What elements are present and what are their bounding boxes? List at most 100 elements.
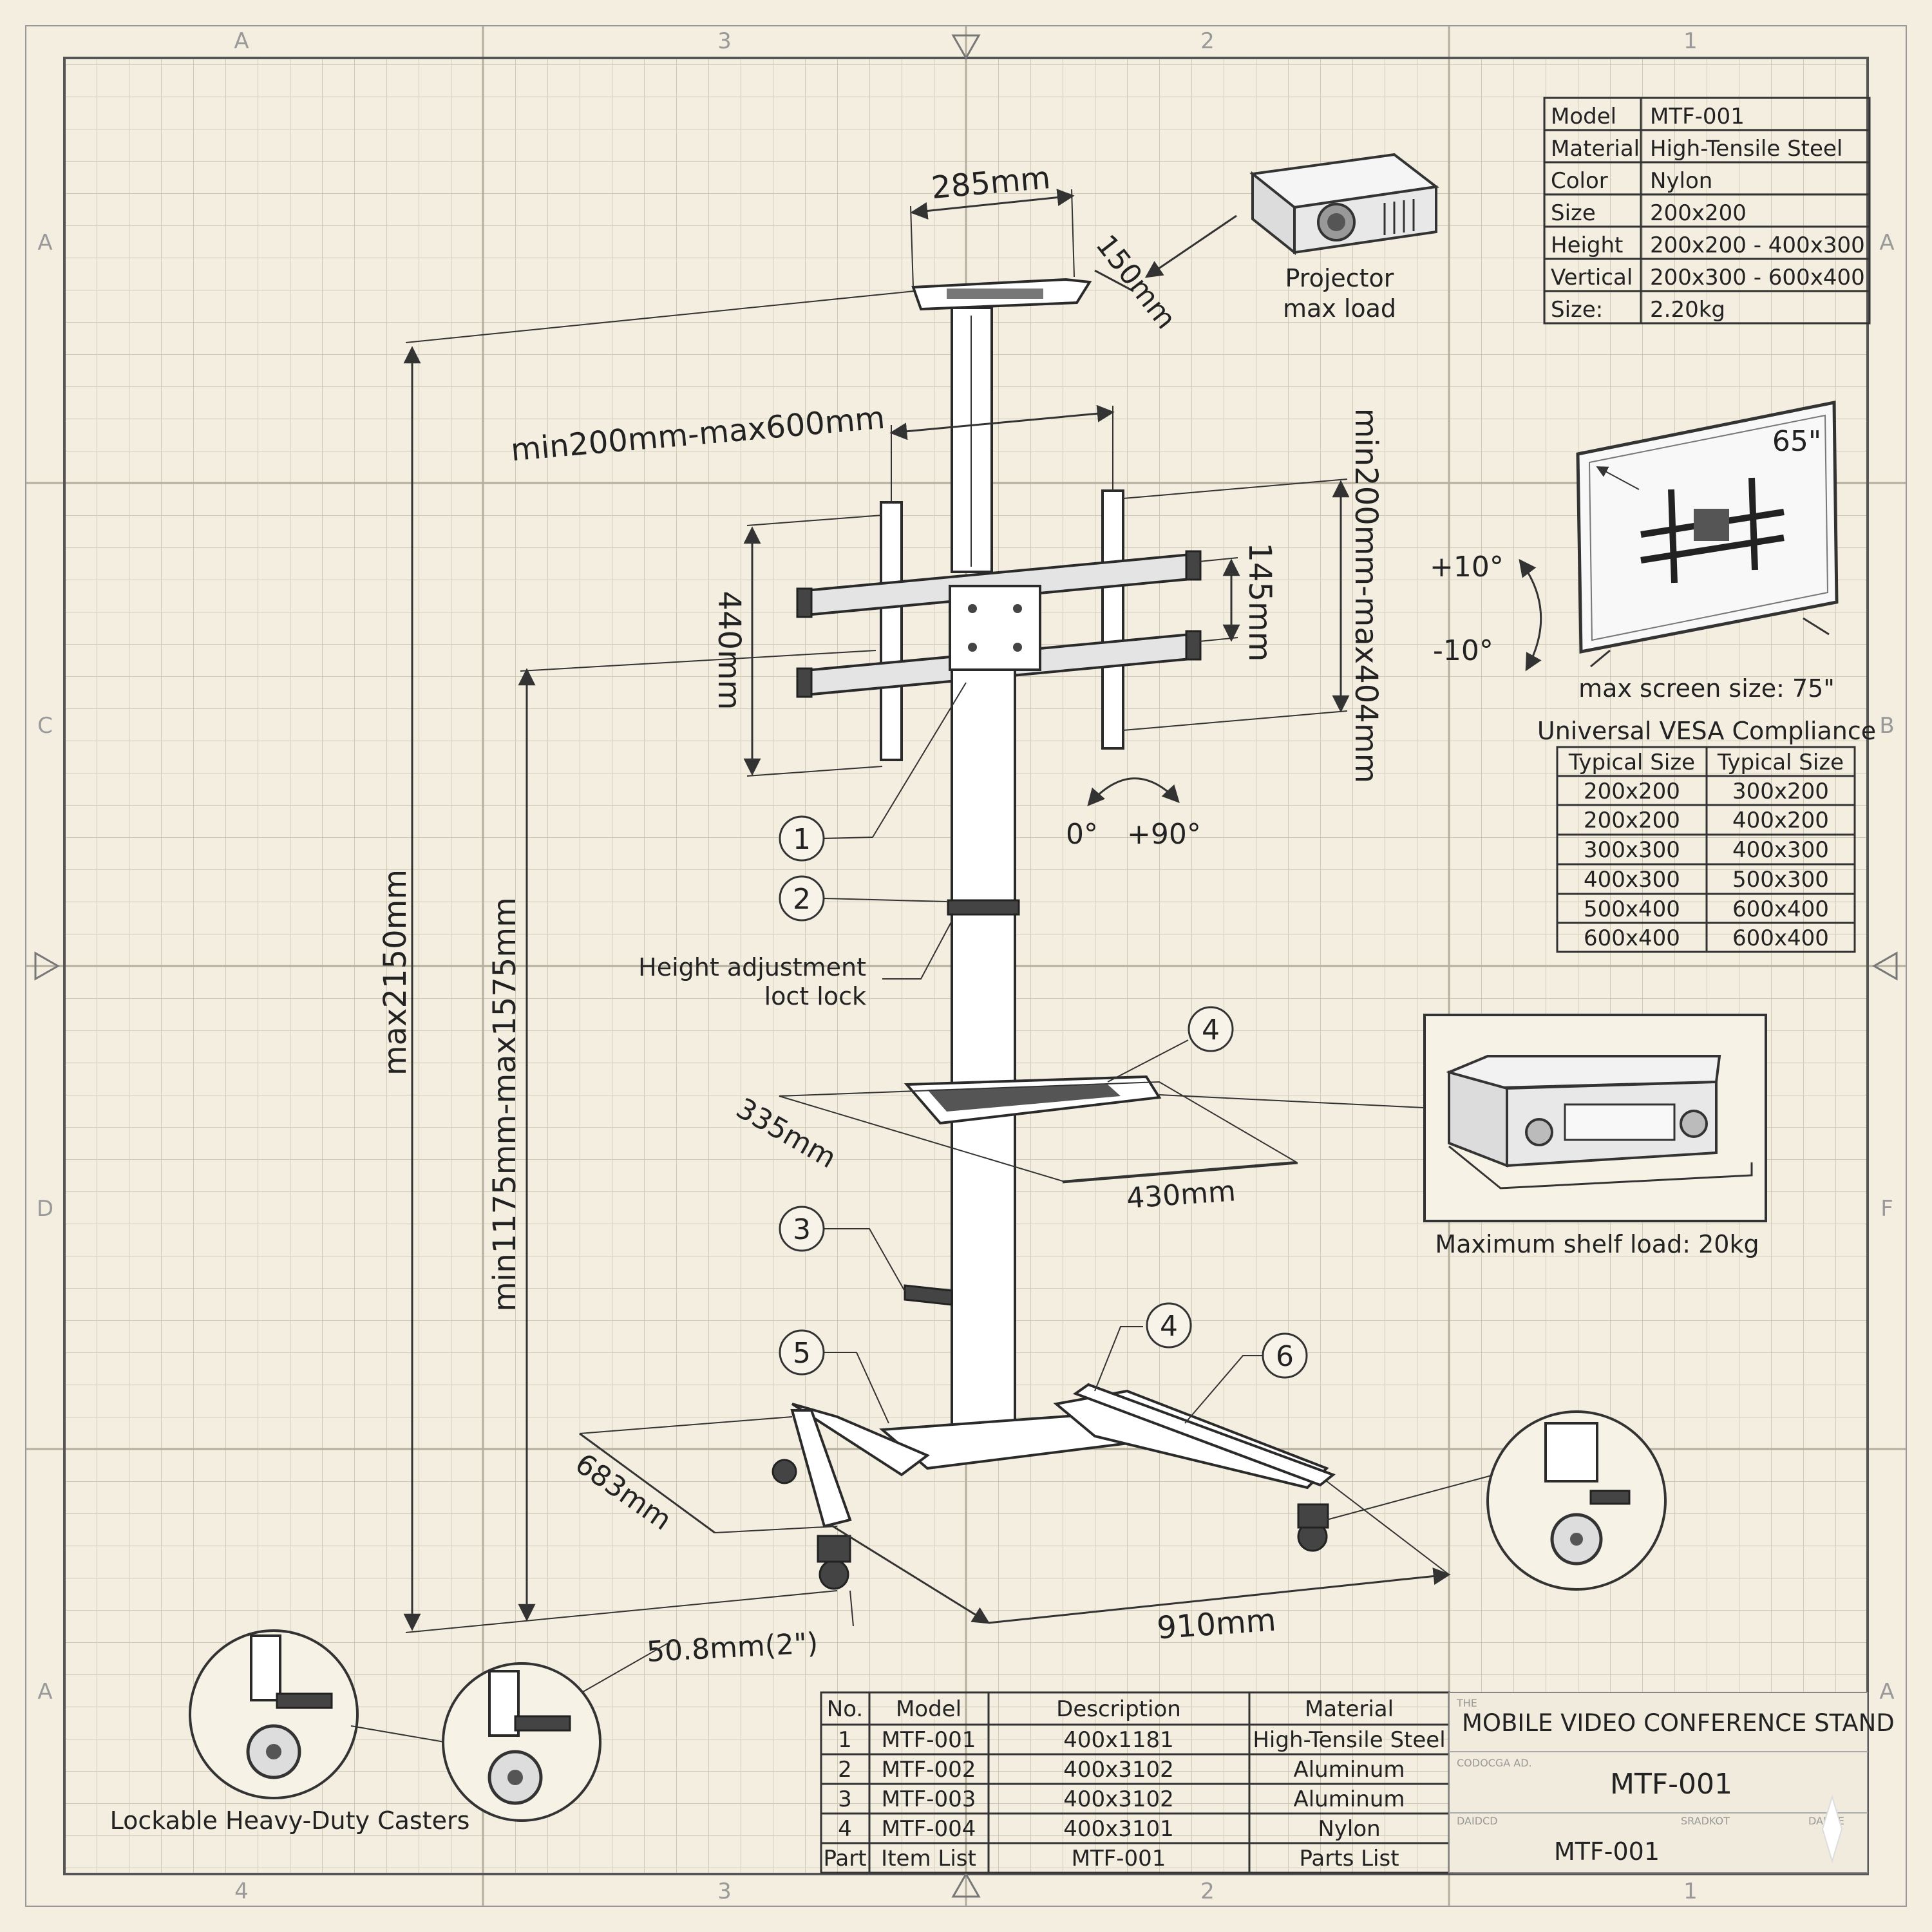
grid-ref-left-1: A [37, 230, 52, 256]
left-vertical-rail [880, 501, 903, 761]
callout-number-5: 5 [793, 1337, 811, 1370]
shelf-load-label: Maximum shelf load: 20kg [1435, 1230, 1759, 1258]
callout-number-2: 2 [793, 883, 811, 916]
vesa-cell: 600x400 [1732, 925, 1829, 951]
parts-cell: 4 [838, 1816, 852, 1842]
grid-ref-left-5: A [37, 1679, 52, 1705]
dim-arm-height-ext2 [746, 766, 883, 777]
caster-detail-leader [579, 1642, 670, 1694]
spec-value: High-Tensile Steel [1650, 136, 1842, 162]
title-block-frame [1448, 1692, 1868, 1873]
parts-cell: 400x3102 [1063, 1786, 1174, 1812]
parts-header: Model [896, 1696, 961, 1722]
vesa-cell: 600x400 [1732, 896, 1829, 922]
parts-cell: MTF-001 [882, 1727, 976, 1753]
parts-table: No. Model Description Material 1 MTF-001… [820, 1691, 1450, 1874]
vesa-cell: 400x200 [1732, 808, 1829, 833]
dim-shelf-width-line [1062, 1162, 1298, 1184]
vesa-header-2: Typical Size [1717, 750, 1844, 775]
receiver-shelf-rim [1448, 1145, 1753, 1189]
plate-hole-1 [968, 604, 977, 613]
wheel-detail-hub [1570, 1533, 1583, 1546]
callout-4b-leader [1094, 1326, 1143, 1392]
dim-arm-height: 440mm [711, 591, 747, 710]
callout-number-3: 3 [793, 1213, 811, 1246]
spec-value: 2.20kg [1650, 297, 1725, 323]
title-block-star-icon [1821, 1794, 1843, 1864]
caster-2-brake [514, 1715, 571, 1732]
parts-cell: MTF-004 [882, 1816, 976, 1842]
grid-ref-right-3: F [1880, 1196, 1893, 1222]
receiver-side [1448, 1070, 1508, 1168]
vesa-cell: 600x400 [1584, 925, 1680, 951]
upper-arm-end-left [796, 587, 813, 618]
dim-base-width: 910mm [1156, 1602, 1278, 1647]
spec-table-labels: Model Material Color Size Height Vertica… [1551, 104, 1640, 323]
parts-cell: Nylon [1318, 1816, 1380, 1842]
title-block-title: MOBILE VIDEO CONFERENCE STAND [1462, 1709, 1895, 1737]
callout-circle-6 [1262, 1332, 1308, 1379]
projector-vents [1383, 199, 1415, 235]
projector-shelf-slot [947, 289, 1043, 299]
callout-6-leader [1184, 1355, 1262, 1424]
vesa-title: Universal VESA Compliance [1537, 717, 1876, 745]
title-block: THE MOBILE VIDEO CONFERENCE STAND CODOCG… [1448, 1692, 1895, 1873]
grid-ref-top-2: 3 [717, 28, 732, 54]
dim-bracket-width-line [889, 404, 1115, 440]
parts-cell: MTF-002 [882, 1757, 976, 1783]
dim-total-height-ext-bottom [405, 1590, 838, 1633]
tv-stand [1590, 617, 1830, 668]
lower-arm-end-right [1185, 630, 1202, 661]
upper-arm-end-right [1185, 550, 1202, 581]
wheel-detail-brake [1589, 1490, 1631, 1505]
wheel-detail-circle [1486, 1410, 1667, 1591]
grid-ref-bottom: 4 3 2 1 [234, 1879, 1698, 1904]
grid-ref-left-3: C [37, 713, 53, 739]
spec-value: Nylon [1650, 168, 1712, 194]
parts-cell: Part [823, 1846, 866, 1871]
projector-leader [1144, 214, 1237, 278]
parts-cell: Parts List [1299, 1846, 1399, 1871]
dim-arm-gap-ext2 [1198, 637, 1238, 642]
cable-clip [904, 1284, 953, 1306]
spec-label: Color [1551, 168, 1608, 194]
dim-adjust-height: min1175mm-max1575mm [487, 897, 523, 1312]
receiver-knob-right [1680, 1110, 1708, 1138]
dimension-lines [403, 189, 1451, 1633]
shelf-to-receiver-leader [1159, 1094, 1424, 1108]
parts-cell: 400x3102 [1063, 1757, 1174, 1783]
middle-shelf-inner [927, 1084, 1121, 1112]
projector-illustration [1249, 153, 1439, 256]
plate-hole-3 [968, 643, 977, 652]
grid-ref-bottom-4: 1 [1683, 1879, 1698, 1904]
spec-table-row-lines [1544, 129, 1870, 292]
callout-number-1: 1 [793, 823, 811, 856]
vesa-cell: 300x300 [1584, 837, 1680, 863]
receiver-display [1564, 1103, 1676, 1141]
vesa-cell: 300x200 [1732, 779, 1829, 804]
dim-arm-gap-ext1 [1198, 557, 1238, 562]
main-pole [951, 668, 1016, 903]
parts-cell: 2 [838, 1757, 852, 1783]
grid-ref-left: A A C D A [37, 230, 53, 1705]
wheel-front-mount [817, 1535, 851, 1563]
dim-arm-height-ext1 [746, 515, 883, 526]
tilt-arrow [1519, 558, 1542, 672]
callout-circle-4a [1188, 1006, 1234, 1052]
caster-1-brake [276, 1692, 333, 1709]
title-block-small-4: SRADKOT [1681, 1815, 1730, 1827]
vesa-cell: 200x200 [1584, 808, 1680, 833]
wheel-detail [1486, 1410, 1667, 1591]
tv-diagonal [1596, 466, 1640, 490]
dim-bracket-height-ext1 [1122, 478, 1348, 499]
height-lock-label-2: loct lock [764, 982, 866, 1010]
parts-cell: Aluminum [1293, 1786, 1405, 1812]
callout-circle-1 [779, 815, 825, 862]
callout-number-6: 6 [1276, 1340, 1294, 1373]
dim-base-width-ext [1326, 1481, 1450, 1575]
height-lock-label-1: Height adjustment [638, 953, 866, 981]
tv-center-plate [1694, 509, 1729, 541]
spec-value: 200x200 [1650, 200, 1747, 226]
wheel-left [772, 1459, 797, 1484]
